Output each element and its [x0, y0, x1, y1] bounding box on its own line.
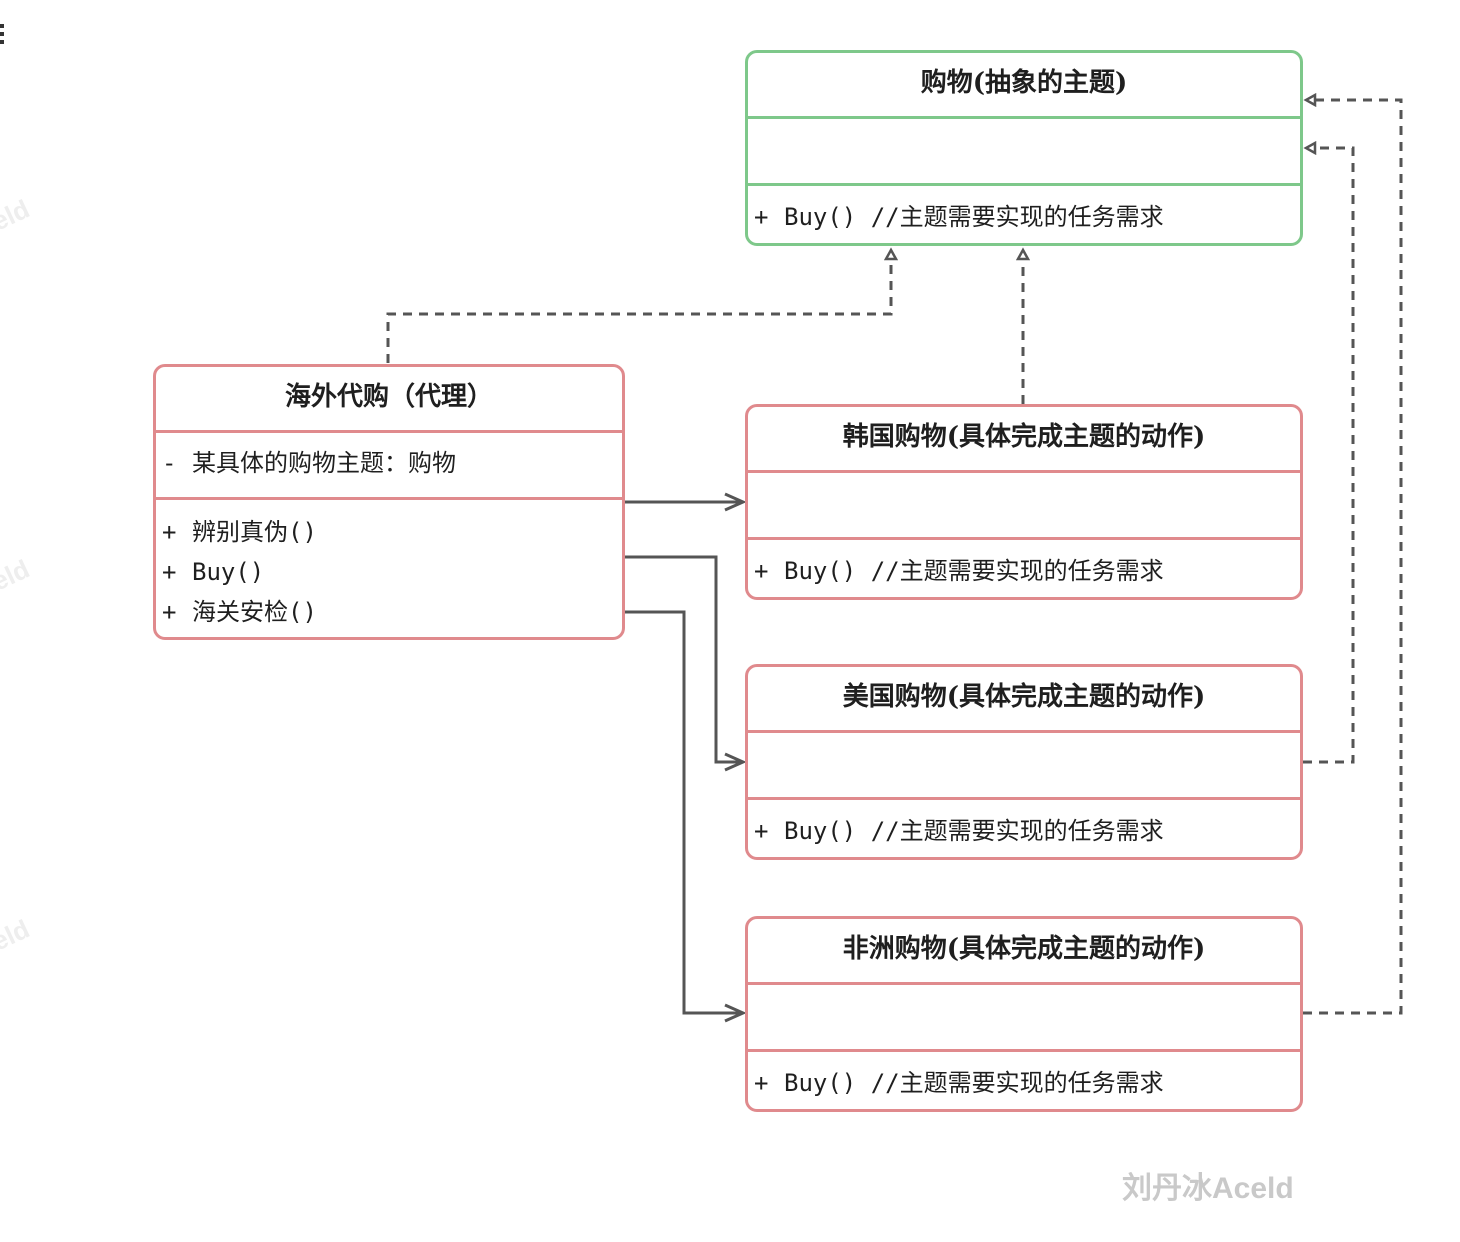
visibility-marker: +	[754, 1069, 769, 1097]
divider	[748, 1049, 1300, 1052]
class-korea-shopping[interactable]: 韩国购物(具体完成主题的动作) + Buy() //主题需要实现的任务需求	[745, 404, 1303, 600]
class-title: 韩国购物(具体完成主题的动作)	[842, 422, 1206, 452]
attributes-compartment	[748, 473, 1300, 537]
attributes-compartment: -某具体的购物主题：购物	[156, 433, 622, 497]
class-title: 美国购物(具体完成主题的动作)	[842, 682, 1206, 712]
operation-row: + Buy()	[162, 552, 622, 592]
divider	[748, 537, 1300, 540]
visibility-marker: +	[754, 817, 769, 845]
divider	[156, 430, 622, 433]
attributes-compartment	[748, 119, 1300, 183]
class-usa-shopping[interactable]: 美国购物(具体完成主题的动作) + Buy() //主题需要实现的任务需求	[745, 664, 1303, 860]
operation-text: Buy()	[192, 558, 265, 586]
realization-usa-to-abstract	[1303, 148, 1355, 764]
class-abstract-shopping[interactable]: 购物(抽象的主题) + Buy() //主题需要实现的任务需求	[745, 50, 1303, 246]
operation-text: 海关安检()	[192, 598, 317, 626]
operation-text: Buy() //主题需要实现的任务需求	[784, 817, 1164, 845]
visibility-marker: +	[162, 598, 177, 626]
divider	[748, 183, 1300, 186]
operations-compartment: + Buy() //主题需要实现的任务需求	[748, 186, 1300, 248]
association-proxy-to-africa	[625, 610, 747, 1023]
operations-compartment: + Buy() //主题需要实现的任务需求	[748, 1052, 1300, 1114]
divider	[748, 797, 1300, 800]
attributes-compartment	[748, 733, 1300, 797]
class-africa-shopping[interactable]: 非洲购物(具体完成主题的动作) + Buy() //主题需要实现的任务需求	[745, 916, 1303, 1112]
class-title: 海外代购（代理）	[284, 382, 493, 412]
operation-row: + 海关安检()	[162, 592, 622, 632]
divider	[748, 730, 1300, 733]
class-title: 购物(抽象的主题)	[920, 68, 1128, 98]
attribute-row: -某具体的购物主题：购物	[162, 433, 622, 493]
operations-compartment: + 辨别真伪() + Buy() + 海关安检()	[156, 500, 622, 632]
operation-row: + Buy() //主题需要实现的任务需求	[754, 800, 1300, 862]
realization-proxy-to-abstract	[386, 250, 891, 363]
visibility-marker: +	[754, 557, 769, 585]
operation-row: + 辨别真伪()	[162, 512, 622, 552]
operation-row: + Buy() //主题需要实现的任务需求	[754, 540, 1300, 602]
operations-compartment: + Buy() //主题需要实现的任务需求	[748, 800, 1300, 862]
association-proxy-to-usa	[625, 555, 747, 772]
divider	[156, 497, 622, 500]
divider	[748, 116, 1300, 119]
divider	[748, 982, 1300, 985]
visibility-marker: -	[162, 449, 177, 477]
attributes-compartment	[748, 985, 1300, 1049]
operation-text: Buy() //主题需要实现的任务需求	[784, 1069, 1164, 1097]
attribute-text: 某具体的购物主题：购物	[192, 449, 456, 477]
visibility-marker: +	[162, 518, 177, 546]
operation-text: Buy() //主题需要实现的任务需求	[784, 557, 1164, 585]
operation-row: + Buy() //主题需要实现的任务需求	[754, 186, 1300, 248]
class-title: 非洲购物(具体完成主题的动作)	[842, 934, 1206, 964]
class-overseas-proxy[interactable]: 海外代购（代理） -某具体的购物主题：购物 + 辨别真伪() + Buy() + 海关…	[153, 364, 625, 640]
operation-text: 辨别真伪()	[192, 518, 317, 546]
operations-compartment: + Buy() //主题需要实现的任务需求	[748, 540, 1300, 602]
operation-text: Buy() //主题需要实现的任务需求	[784, 203, 1164, 231]
operation-row: + Buy() //主题需要实现的任务需求	[754, 1052, 1300, 1114]
visibility-marker: +	[162, 558, 177, 586]
visibility-marker: +	[754, 203, 769, 231]
realization-africa-to-abstract	[1303, 100, 1403, 1015]
divider	[748, 470, 1300, 473]
author-watermark: 刘丹冰Aceld	[1122, 1172, 1294, 1205]
more-menu-icon[interactable]	[0, 24, 6, 48]
